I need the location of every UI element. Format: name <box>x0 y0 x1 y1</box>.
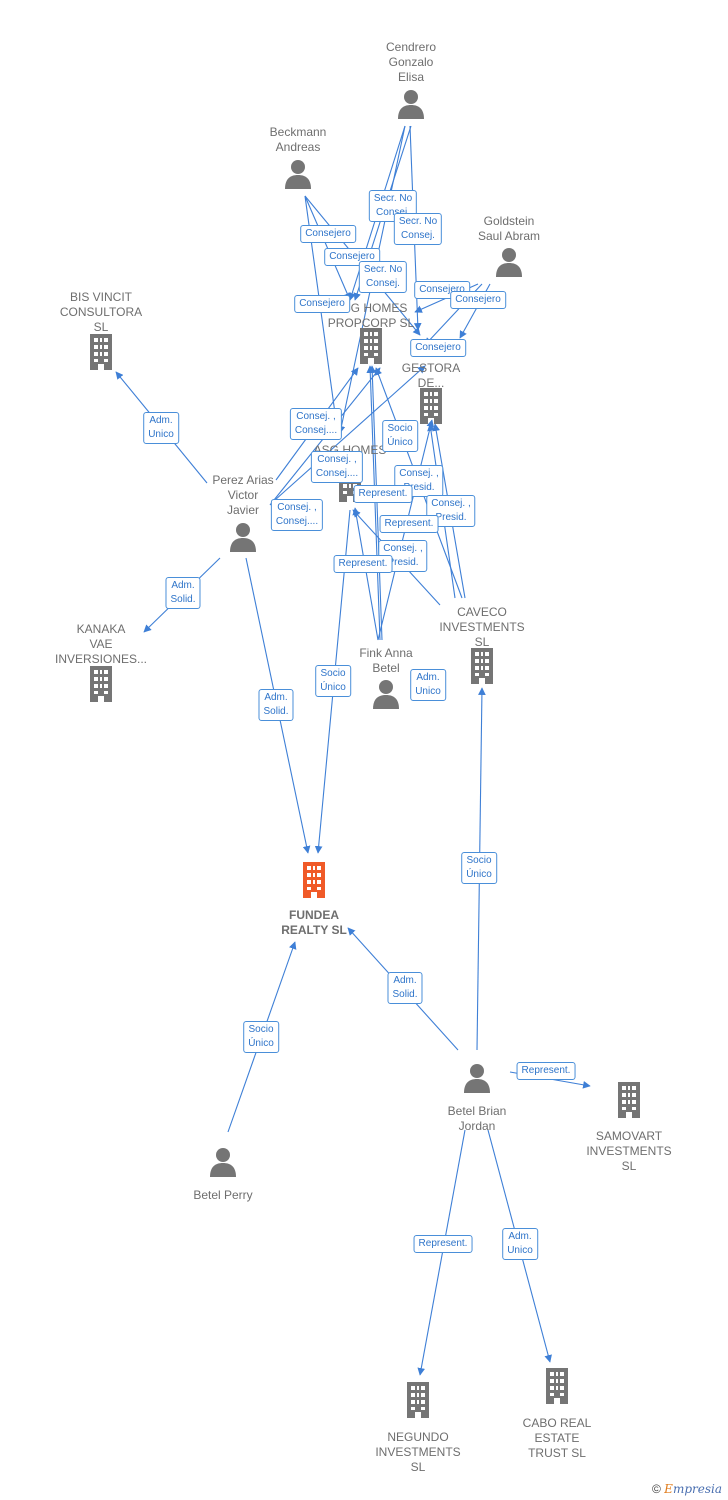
edge-label[interactable]: Consej. , Consej.... <box>270 499 324 531</box>
edge-label[interactable]: Represent. <box>379 515 439 533</box>
node-label-fundea[interactable]: FUNDEA REALTY SL <box>281 908 347 937</box>
node-label-bis-vincit[interactable]: BIS VINCIT CONSULTORA SL <box>59 290 143 334</box>
building-icon-kanaka[interactable] <box>90 666 112 702</box>
node-label-betel-perry[interactable]: Betel Perry <box>193 1188 253 1202</box>
building-icon-negundo[interactable] <box>407 1382 429 1418</box>
edge-label[interactable]: Adm. Solid. <box>387 972 423 1004</box>
edge-label[interactable]: Socio Único <box>382 420 418 452</box>
relation-edge <box>274 365 426 501</box>
node-label-betel-brian[interactable]: Betel Brian Jordan <box>447 1104 507 1133</box>
relation-edge <box>368 365 383 641</box>
node-label-cendrero[interactable]: Cendrero Gonzalo Elisa <box>385 40 437 84</box>
person-icon-fink-anna[interactable] <box>373 680 399 709</box>
node-label-beckmann[interactable]: Beckmann Andreas <box>269 125 327 154</box>
edge-label[interactable]: Consej. , Consej.... <box>289 408 343 440</box>
edge-label[interactable]: Adm. Solid. <box>165 577 201 609</box>
relation-edge <box>352 507 379 641</box>
building-icon-fundea[interactable] <box>303 862 325 898</box>
node-label-caveco[interactable]: CAVECO INVESTMENTS SL <box>439 605 525 649</box>
edge-label[interactable]: Consejero <box>410 339 466 357</box>
empresia-footer[interactable]: © Empresia <box>652 1482 722 1496</box>
building-icon-cabo-real[interactable] <box>546 1368 568 1404</box>
person-icon-cendrero[interactable] <box>398 90 424 119</box>
edge-label[interactable]: Adm. Unico <box>410 669 446 701</box>
node-label-fink-anna[interactable]: Fink Anna Betel <box>359 646 413 675</box>
edge-label[interactable]: Secr. No Consej. <box>393 213 443 245</box>
building-icon-asg-gestora[interactable] <box>420 388 442 424</box>
node-label-cabo-real[interactable]: CABO REAL ESTATE TRUST SL <box>522 1416 592 1460</box>
node-label-perez-arias[interactable]: Perez Arias Victor Javier <box>212 473 274 517</box>
edge-label[interactable]: Represent. <box>413 1235 473 1253</box>
edge-label[interactable]: Adm. Solid. <box>258 689 294 721</box>
edge-label[interactable]: Represent. <box>353 485 413 503</box>
person-icon-betel-brian[interactable] <box>464 1064 490 1093</box>
person-icon-goldstein[interactable] <box>496 248 522 277</box>
edge-label[interactable]: Represent. <box>333 555 393 573</box>
edge-label[interactable]: Consejero <box>300 225 356 243</box>
node-label-kanaka[interactable]: KANAKA VAE INVERSIONES... <box>54 622 148 666</box>
edge-label[interactable]: Represent. <box>516 1062 576 1080</box>
edge-label[interactable]: Consej. , Consej.... <box>310 451 364 483</box>
edge-label[interactable]: Consejero <box>294 295 350 313</box>
building-icon-samovart[interactable] <box>618 1082 640 1118</box>
person-icon-beckmann[interactable] <box>285 160 311 189</box>
edge-label[interactable]: Adm. Unico <box>143 412 179 444</box>
edge-label[interactable]: Consej. , Presid. <box>394 465 444 497</box>
edge-label[interactable]: Socio Único <box>243 1021 279 1053</box>
node-label-goldstein[interactable]: Goldstein Saul Abram <box>477 214 541 243</box>
empresia-logo: Empresia <box>664 1482 722 1496</box>
copyright-symbol: © <box>651 1482 661 1496</box>
node-label-negundo[interactable]: NEGUNDO INVESTMENTS SL <box>375 1430 461 1474</box>
edge-label[interactable]: Adm. Unico <box>502 1228 538 1260</box>
edge-label[interactable]: Socio Único <box>315 665 351 697</box>
node-label-samovart[interactable]: SAMOVART INVESTMENTS SL <box>586 1129 672 1173</box>
building-icon-bis-vincit[interactable] <box>90 334 112 370</box>
person-icon-betel-perry[interactable] <box>210 1148 236 1177</box>
edge-label[interactable]: Consejero <box>450 291 506 309</box>
building-icon-caveco[interactable] <box>471 648 493 684</box>
edge-label[interactable]: Socio Único <box>461 852 497 884</box>
edge-label[interactable]: Secr. No Consej. <box>358 261 408 293</box>
building-icon-asg-homes-propcorp[interactable] <box>360 328 382 364</box>
relation-edge <box>366 365 381 641</box>
person-icon-perez-arias[interactable] <box>230 523 256 552</box>
